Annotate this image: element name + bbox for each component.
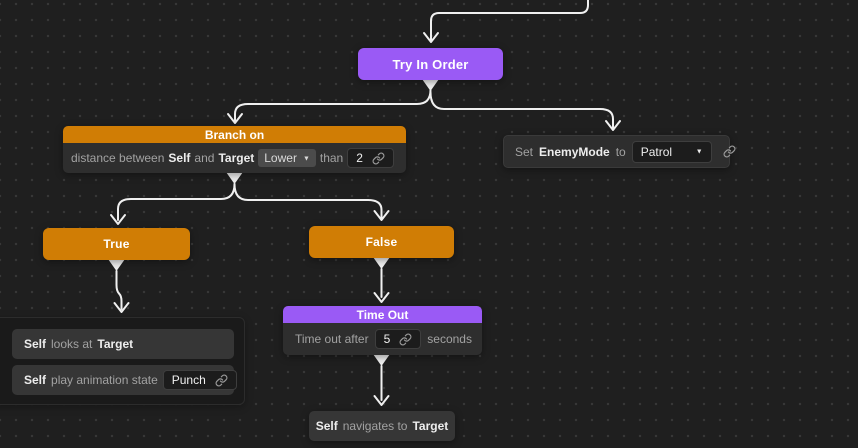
node-true[interactable]: True [43,228,190,260]
link-icon[interactable] [372,152,385,165]
target-reference: Target [218,151,255,165]
target-reference: Target [97,337,134,351]
label: Set [515,144,534,159]
node-body: Time out after 5 seconds [283,323,482,355]
label: navigates to [342,419,408,433]
edge-arrowhead [110,214,126,225]
label: Time out after [295,332,369,346]
node-body: distance between Self and Target Lower ▼… [63,143,406,173]
chevron-down-icon: ▼ [695,148,703,156]
node-branch-on[interactable]: Branch on distance between Self and Targ… [63,126,406,173]
mode-dropdown-value: Patrol [640,144,673,159]
edge-true-to-group [115,270,123,310]
node-title: False [365,235,398,249]
label: seconds [427,332,472,346]
node-title: True [103,237,130,251]
statement-play-animation[interactable]: Self play animation state Punch [12,365,237,395]
label: looks at [51,337,93,351]
edge-arrowhead [373,395,390,406]
target-reference: Target [412,419,449,433]
comparison-dropdown[interactable]: Lower ▼ [258,149,316,167]
node-title: Try In Order [392,56,469,72]
self-reference: Self [168,151,191,165]
label: than [319,151,344,165]
edge-try-to-branch [234,89,432,122]
edge-arrowhead [373,292,390,303]
edge-branch-to-false [233,183,383,219]
edge-arrowhead [373,210,390,221]
out-port-true[interactable] [108,259,125,271]
label: and [194,151,215,165]
comparison-dropdown-value: Lower [264,151,297,165]
edge-into-try-in-order [430,0,589,42]
node-set-enemy-mode[interactable]: Set EnemyMode to Patrol ▼ [503,135,736,168]
edge-branch-to-true [117,183,236,221]
node-navigate[interactable]: Self navigates to Target [309,411,455,441]
self-reference: Self [315,419,338,433]
label: play animation state [51,373,158,387]
animation-state-value: Punch [171,373,206,387]
node-false[interactable]: False [309,226,454,258]
chevron-down-icon: ▼ [302,155,310,162]
out-port-try-in-order[interactable] [422,79,439,91]
animation-state-input[interactable]: Punch [162,370,237,390]
out-port-branch-on[interactable] [226,172,243,184]
edge-arrowhead [423,32,439,43]
edge-arrowhead [605,120,621,131]
edge-arrowhead [113,302,130,313]
node-header: Branch on [63,126,406,143]
statement-looks-at[interactable]: Self looks at Target [12,329,234,359]
link-icon[interactable] [215,374,228,387]
node-action-group[interactable]: Self looks at Target Self play animation… [0,317,245,405]
node-time-out[interactable]: Time Out Time out after 5 seconds [283,306,482,355]
threshold-input[interactable]: 2 [347,148,394,168]
self-reference: Self [24,373,47,387]
duration-value: 5 [383,332,391,346]
label: distance between [71,151,165,165]
threshold-value: 2 [356,151,363,165]
edge-arrowhead [227,113,243,124]
self-reference: Self [24,337,47,351]
variable-reference: EnemyMode [539,144,610,159]
node-header: Time Out [283,306,482,323]
duration-input[interactable]: 5 [374,329,422,349]
edge-try-to-set-enemy-mode [429,91,614,129]
node-try-in-order[interactable]: Try In Order [358,48,503,80]
label: to [615,144,626,159]
out-port-timeout[interactable] [373,354,390,366]
link-icon[interactable] [723,145,736,158]
link-icon[interactable] [399,333,412,346]
mode-dropdown[interactable]: Patrol ▼ [631,140,712,163]
out-port-false[interactable] [373,257,390,269]
